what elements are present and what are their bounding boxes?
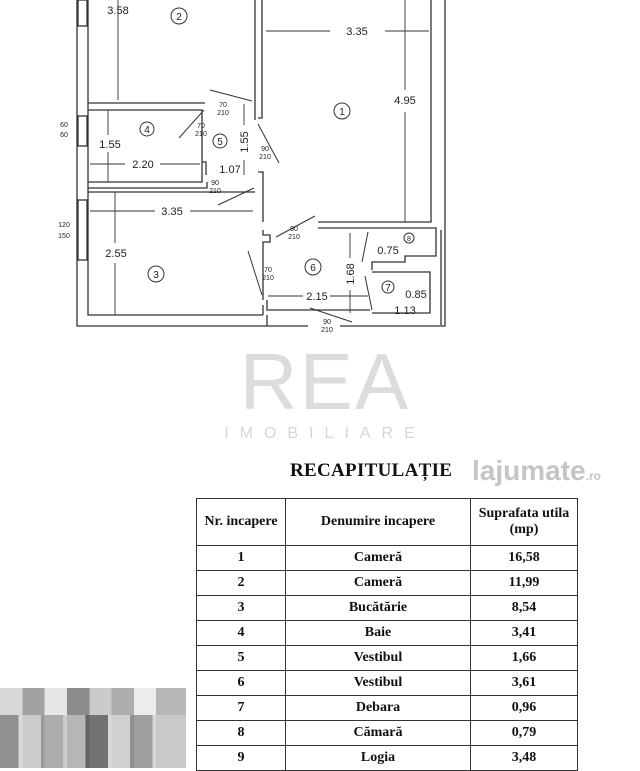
door-size: 90	[211, 180, 219, 187]
dimension-label: 2.15	[306, 291, 327, 303]
door-size: 70	[264, 267, 272, 274]
floor-plan: 2 1 3 4 5 6 7 8 3.58 3.35 4.95 1.55 2.20…	[58, 0, 446, 334]
room-number: 7	[385, 283, 391, 294]
door-size: 210	[262, 275, 274, 282]
dimension-label: 1.13	[394, 305, 415, 317]
room-area: 3,41	[470, 620, 578, 646]
room-number: 8	[407, 236, 411, 243]
room-name: Cameră	[285, 570, 471, 596]
room-area: 16,58	[470, 545, 578, 571]
room-name: Baie	[285, 620, 471, 646]
door-size: 70	[197, 123, 205, 130]
room-name: Cămară	[285, 720, 471, 746]
door-size: 90	[290, 226, 298, 233]
door-size: 210	[321, 327, 333, 334]
rooms-table: Nr. incapere Denumire incapere Suprafata…	[196, 498, 578, 771]
watermark-brand: REA	[239, 337, 411, 426]
dimension-label: 2.20	[132, 159, 153, 171]
dimension-label: 1.07	[219, 164, 240, 176]
watermark-sub: IMOBILIARE	[224, 425, 426, 442]
door-size: 70	[219, 102, 227, 109]
door-size: 90	[323, 319, 331, 326]
site-watermark-tld: .ro	[585, 469, 601, 483]
room-number: 6	[310, 263, 316, 274]
dimension-lines	[90, 0, 429, 315]
room-number: 2	[176, 12, 182, 23]
dimension-label: 1.68	[345, 263, 357, 284]
room-number: 7	[196, 695, 286, 721]
window-size: 60	[60, 132, 68, 139]
door-size: 210	[195, 131, 207, 138]
site-watermark-name: lajumate	[472, 455, 586, 486]
room-number: 4	[196, 620, 286, 646]
dimension-label: 0.85	[405, 289, 426, 301]
room-number: 8	[196, 720, 286, 746]
room-area: 0,79	[470, 720, 578, 746]
header-room-name: Denumire incapere	[285, 498, 471, 546]
dimension-label: 1.55	[239, 131, 251, 152]
table-header: Nr. incapere Denumire incapere Suprafata…	[196, 498, 578, 546]
dimension-label: 3.35	[161, 206, 182, 218]
room-number: 2	[196, 570, 286, 596]
room-name: Debara	[285, 695, 471, 721]
room-number: 9	[196, 745, 286, 771]
agency-watermark: REA IMOBILIARE	[195, 342, 455, 444]
room-number: 3	[153, 270, 159, 281]
room-number: 1	[196, 545, 286, 571]
room-area: 8,54	[470, 595, 578, 621]
room-number: 5	[196, 645, 286, 671]
window-size: 150	[58, 233, 70, 240]
dimension-label: 1.55	[99, 139, 120, 151]
door-size: 90	[261, 146, 269, 153]
room-number: 3	[196, 595, 286, 621]
dimension-label: 3.58	[107, 5, 128, 17]
room-name: Vestibul	[285, 645, 471, 671]
room-markers	[139, 7, 415, 294]
room-number: 1	[339, 107, 345, 118]
room-name: Logia	[285, 745, 471, 771]
header-room-number: Nr. incapere	[196, 498, 286, 546]
room-number: 4	[144, 125, 150, 136]
dimension-label: 3.35	[346, 26, 367, 38]
header-area: Suprafata utila (mp)	[470, 498, 578, 546]
door-size: 210	[217, 110, 229, 117]
room-name: Cameră	[285, 545, 471, 571]
room-area: 0,96	[470, 695, 578, 721]
door-size: 210	[288, 234, 300, 241]
window-size: 120	[58, 222, 70, 229]
room-number: 6	[196, 670, 286, 696]
room-name: Vestibul	[285, 670, 471, 696]
walls	[76, 0, 446, 327]
room-area: 3,61	[470, 670, 578, 696]
room-name: Bucătărie	[285, 595, 471, 621]
window-size: 60	[60, 122, 68, 129]
door-size: 210	[259, 154, 271, 161]
site-watermark: lajumate.ro	[472, 455, 601, 487]
dimension-label: 2.55	[105, 248, 126, 260]
room-area: 1,66	[470, 645, 578, 671]
door-size: 210	[209, 188, 221, 195]
dimension-label: 0.75	[377, 245, 398, 257]
pixelated-image	[0, 715, 186, 768]
room-area: 3,48	[470, 745, 578, 771]
room-area: 11,99	[470, 570, 578, 596]
room-number: 5	[217, 137, 223, 148]
door-swings	[178, 89, 373, 323]
dimension-label: 4.95	[394, 95, 415, 107]
summary-title: RECAPITULAȚIE	[290, 460, 453, 481]
